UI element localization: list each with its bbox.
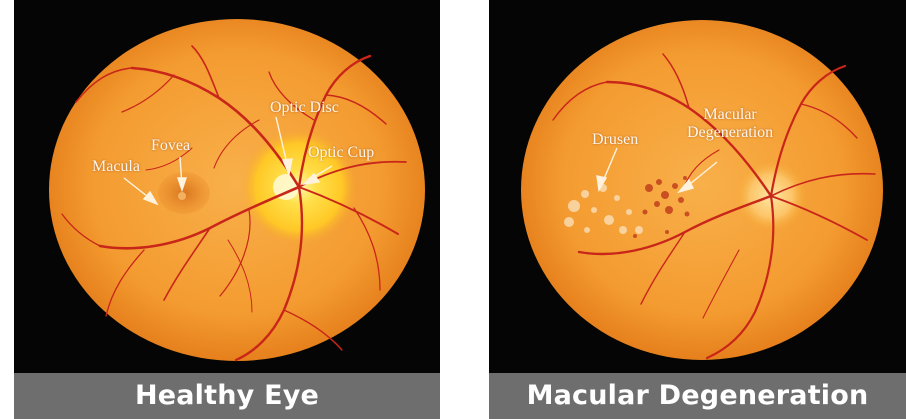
- degenerated-retina-image: [489, 0, 906, 373]
- healthy-eye-caption: Healthy Eye: [14, 373, 440, 419]
- macular-degeneration-panel: Drusen Macular Degeneration Macular Dege…: [489, 0, 906, 419]
- fovea-label: Fovea: [151, 137, 190, 155]
- drusen-label: Drusen: [592, 131, 638, 149]
- macular-degeneration-caption: Macular Degeneration: [489, 373, 906, 419]
- macular-degeneration-label: Macular Degeneration: [687, 106, 773, 142]
- healthy-retina-image: [14, 0, 440, 373]
- healthy-eye-panel: Macula Fovea Optic Disc Optic Cup Health…: [14, 0, 440, 419]
- retina-fundus: [521, 20, 883, 360]
- fovea-spot: [178, 192, 186, 200]
- retina-fundus: [49, 19, 425, 361]
- optic-disc-label: Optic Disc: [270, 99, 339, 117]
- optic-cup-label: Optic Cup: [308, 144, 374, 162]
- macula-label: Macula: [92, 158, 140, 176]
